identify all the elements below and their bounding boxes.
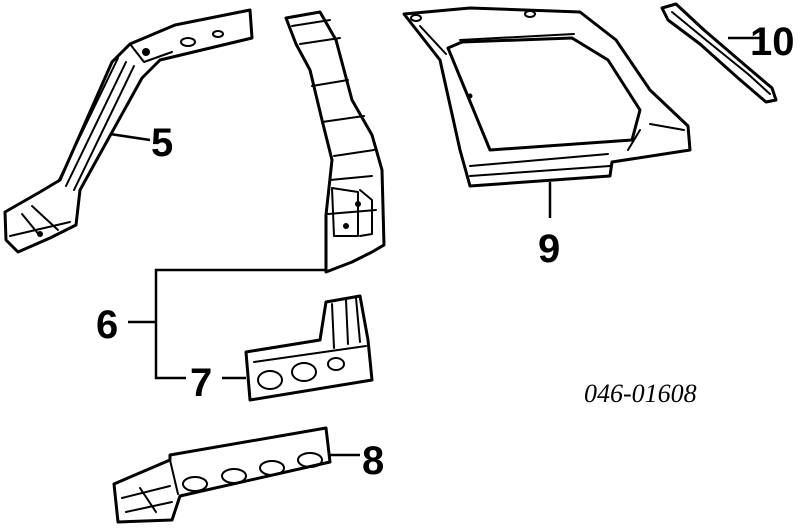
leader-6-bracket: [154, 268, 326, 380]
part-10-molding: [660, 2, 778, 104]
part-9-window-frame: [402, 6, 692, 188]
callout-9: 9: [538, 227, 560, 271]
part-5-front-pillar: [3, 8, 254, 254]
callout-5: 5: [151, 121, 173, 165]
leader-lines: [109, 36, 760, 457]
part-8-rocker-panel: [112, 426, 332, 524]
leader-5: [109, 132, 151, 142]
catalog-number: 046-01608: [584, 379, 697, 408]
callout-7: 7: [190, 361, 212, 405]
part-7-lower-pillar: [244, 294, 374, 402]
callout-8: 8: [362, 439, 384, 483]
callout-6: 6: [96, 303, 118, 347]
callout-10: 10: [750, 20, 795, 64]
part-6-center-pillar: [284, 10, 386, 274]
